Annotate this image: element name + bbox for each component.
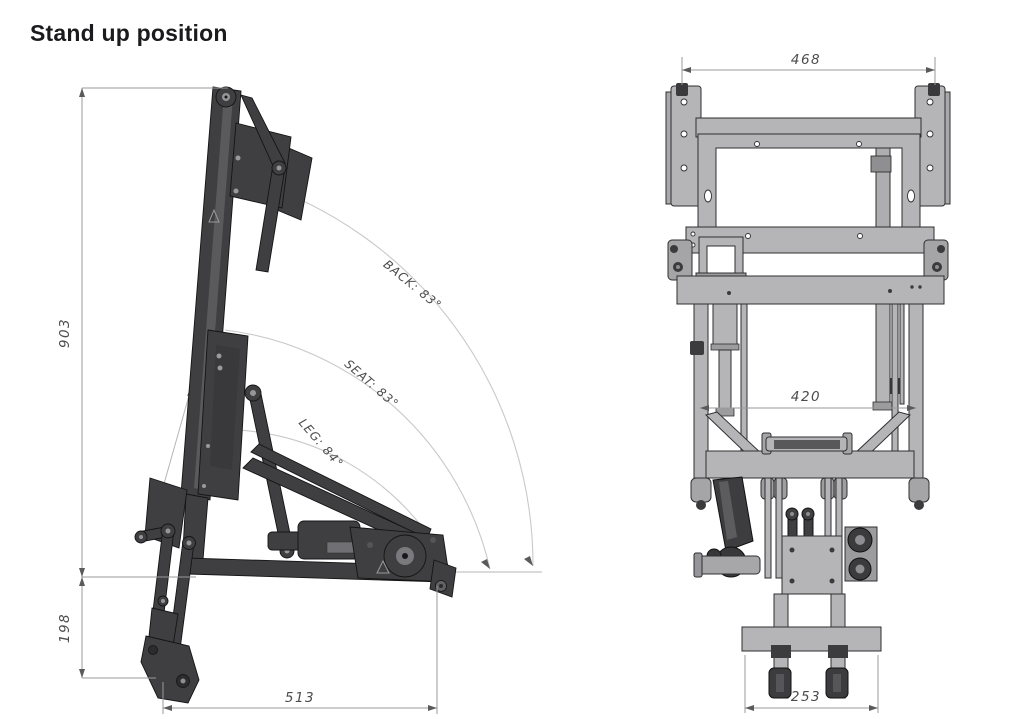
lower-crossbar (705, 450, 915, 479)
center-mount-plate (781, 535, 843, 595)
side-mechanism (134, 86, 457, 704)
dimension-top-width: 468 (681, 52, 936, 85)
dimension-overall-height: 903 (57, 87, 228, 578)
dimension-base-width: 253 (744, 655, 879, 713)
angle-label-back: BACK: 83° (381, 257, 445, 312)
dim-468-label: 468 (791, 52, 821, 68)
dim-513-label: 513 (285, 690, 315, 706)
front-view: 468 420 253 (665, 52, 951, 713)
base-bar (741, 626, 882, 652)
legrest-foot (140, 635, 200, 704)
seat-rail (676, 275, 945, 305)
side-view: BACK: 83° SEAT: 83° LEG: 84° (57, 86, 542, 714)
legrest-linkage (134, 477, 200, 704)
base-frame (181, 443, 457, 598)
dimension-depth: 513 (162, 586, 438, 714)
dim-253-label: 253 (791, 689, 821, 705)
seat-column (197, 329, 295, 559)
angle-label-leg: LEG: 84° (296, 416, 346, 471)
angle-label-seat: SEAT: 83° (342, 357, 402, 411)
dim-420-label: 420 (791, 389, 821, 405)
dimension-inner-width: 420 (700, 389, 916, 411)
dimension-lower-height: 198 (57, 577, 156, 679)
dim-198-label: 198 (57, 613, 73, 643)
backrest-frame (180, 86, 313, 501)
page-title: Stand up position (30, 20, 228, 46)
front-mechanism (665, 83, 951, 699)
dim-903-label: 903 (57, 318, 73, 348)
